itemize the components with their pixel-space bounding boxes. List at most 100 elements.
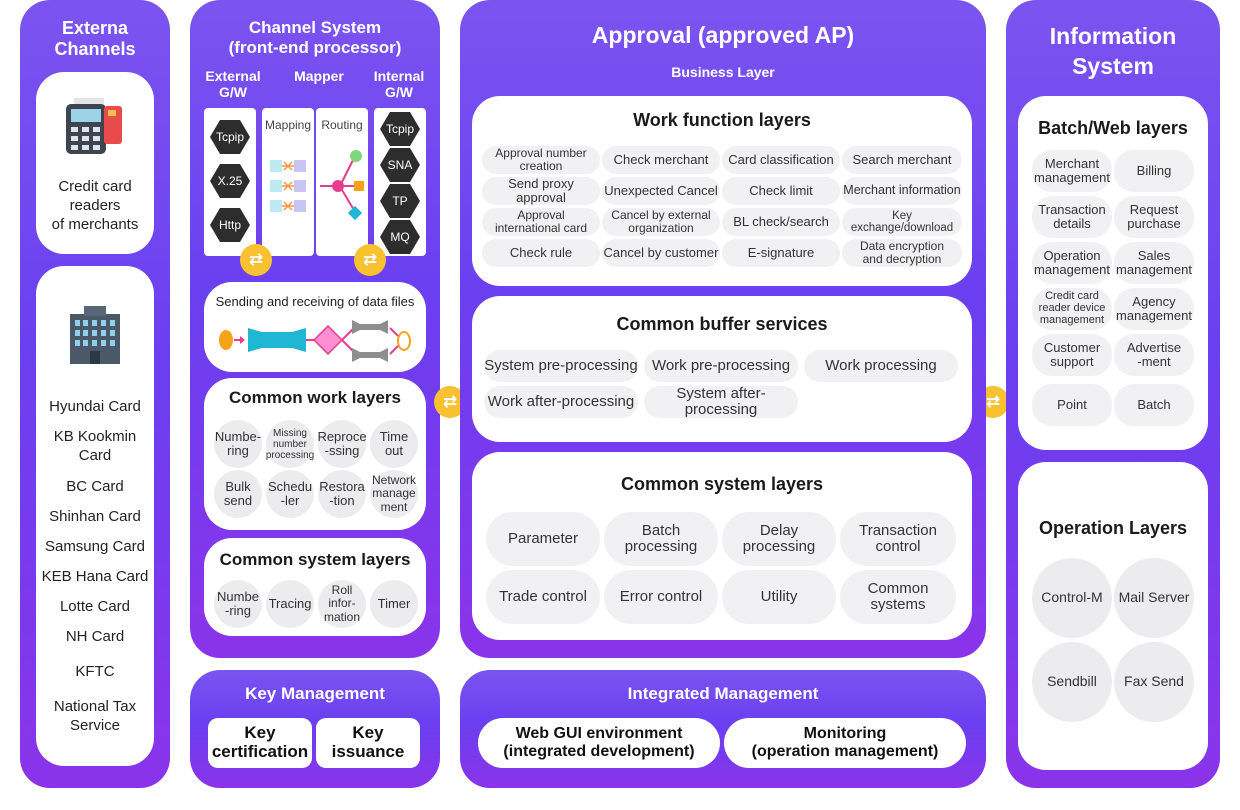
work-item: Schedu -ler	[266, 470, 314, 518]
work-function-item: E-signature	[722, 239, 840, 267]
key-issuance-box: Key issuance	[316, 718, 420, 768]
bank-label: KB Kookmin Card	[53, 428, 137, 464]
data-flow-diagram-icon	[219, 320, 411, 362]
work-function-item: Cancel by customer	[602, 239, 720, 267]
buffer-service-item: Work pre-processing	[644, 350, 798, 382]
gw-protocol: TP	[380, 184, 420, 218]
routing-label: Routing	[321, 118, 363, 132]
channel-system-title: Channel System (front-end processor)	[228, 18, 402, 57]
work-function-item: Data encryption and decryption	[842, 239, 962, 267]
integrated-management-panel: Integrated Management Web GUI environmen…	[460, 670, 986, 788]
operation-item: Sendbill	[1032, 642, 1112, 722]
gw-protocol: MQ	[380, 220, 420, 254]
work-item: Time out	[370, 420, 418, 468]
work-function-item: Key exchange/download	[842, 208, 962, 236]
operation-item: Fax Send	[1114, 642, 1194, 722]
bank-label: Shinhan Card	[49, 508, 141, 525]
swap-arrows-icon: ⇄	[240, 244, 272, 276]
mapping-diagram-icon	[270, 160, 306, 212]
work-function-item: BL check/search	[722, 208, 840, 236]
credit-card-terminal-icon	[66, 98, 122, 154]
data-files-card: Sending and receiving of data files	[204, 282, 426, 372]
work-function-item: Send proxy approval	[482, 176, 600, 205]
batch-web-layers-card: Batch/Web layers Merchant management Bil…	[1018, 96, 1208, 450]
approval-common-system-title: Common system layers	[620, 474, 824, 494]
operation-item: Mail Server	[1114, 558, 1194, 638]
external-channels-title: Externa Channels	[54, 18, 136, 59]
bank-label: Lotte Card	[59, 598, 131, 615]
system-layer-item: Error control	[604, 570, 718, 624]
work-item: Missing number processing	[266, 420, 314, 468]
gw-protocol: Tcpip	[380, 112, 420, 146]
system-layer-item: Common systems	[840, 570, 956, 624]
system-item: Timer	[370, 580, 418, 628]
key-certification-box: Key certification	[208, 718, 312, 768]
swap-arrows-icon: ⇄	[354, 244, 386, 276]
internal-gw-header: Internal G/W	[373, 68, 425, 101]
gw-protocol: SNA	[380, 148, 420, 182]
batch-web-item: Advertise -ment	[1114, 334, 1194, 376]
batch-web-item: Customer support	[1032, 334, 1112, 376]
mapping-box: Mapping	[262, 108, 314, 256]
operation-layers-title: Operation Layers	[1038, 518, 1188, 538]
work-function-item: Cancel by external organization	[602, 208, 720, 236]
work-function-item: Approval number creation	[482, 146, 600, 174]
mapping-label: Mapping	[264, 118, 312, 132]
batch-web-item: Billing	[1114, 150, 1194, 192]
work-item: Restora -tion	[318, 470, 366, 518]
routing-box: Routing	[316, 108, 368, 256]
external-channels-panel: Externa Channels Credit card readers of …	[20, 0, 170, 788]
bank-label: NH Card	[65, 628, 125, 645]
batch-web-item: Point	[1032, 384, 1112, 426]
approval-common-system-card: Common system layers Parameter Batch pro…	[472, 452, 972, 640]
business-layer-subtitle: Business Layer	[671, 64, 775, 80]
system-layer-item: Parameter	[486, 512, 600, 566]
common-buffer-services-card: Common buffer services System pre-proces…	[472, 296, 972, 442]
banks-card: Hyundai Card KB Kookmin Card BC Card Shi…	[36, 266, 154, 766]
external-gw-box: Tcpip X.25 Http	[204, 108, 256, 256]
work-function-item: Check limit	[722, 177, 840, 205]
channel-common-system-card: Common system layers Numbe -ring Tracing…	[204, 538, 426, 636]
gw-protocol: Tcpip	[210, 120, 250, 154]
mapper-header: Mapper	[294, 68, 344, 84]
integrated-management-title: Integrated Management	[627, 684, 819, 703]
common-buffer-services-title: Common buffer services	[616, 314, 828, 334]
system-layer-item: Batch processing	[604, 512, 718, 566]
batch-web-item: Transaction details	[1032, 196, 1112, 238]
work-function-item: Approval international card	[482, 208, 600, 236]
bank-label: BC Card	[66, 478, 124, 495]
work-item: Network manage ment	[370, 470, 418, 518]
external-gw-header: External G/W	[205, 68, 261, 101]
buffer-service-item: System after-processing	[644, 385, 798, 418]
routing-diagram-icon	[320, 150, 364, 221]
batch-web-item: Merchant management	[1032, 150, 1112, 192]
card-readers-card: Credit card readers of merchants	[36, 72, 154, 254]
channel-system-panel: Channel System (front-end processor) Ext…	[190, 0, 440, 658]
work-function-item: Merchant information	[842, 177, 962, 205]
batch-web-item: Request purchase	[1114, 196, 1194, 238]
approval-panel: Approval (approved AP) Business Layer Wo…	[460, 0, 986, 658]
system-layer-item: Trade control	[486, 570, 600, 624]
work-item: Numbe- ring	[214, 420, 262, 468]
common-work-layers-card: Common work layers Numbe- ring Missing n…	[204, 378, 426, 530]
work-item: Reproce -ssing	[317, 420, 367, 468]
gw-protocol: X.25	[210, 164, 250, 198]
batch-web-layers-title: Batch/Web layers	[1038, 118, 1188, 138]
system-item: Tracing	[266, 580, 314, 628]
work-function-item: Check merchant	[602, 146, 720, 174]
information-system-panel: Information System Batch/Web layers Merc…	[1006, 0, 1220, 788]
buffer-service-item: Work after-processing	[484, 386, 638, 418]
bank-label: KEB Hana Card	[41, 568, 149, 585]
system-item: Roll infor- mation	[318, 580, 366, 628]
web-gui-box: Web GUI environment (integrated developm…	[478, 718, 720, 768]
information-system-title: Information System	[1049, 23, 1177, 79]
work-function-item: Search merchant	[842, 146, 962, 174]
buffer-service-item: System pre-processing	[484, 350, 638, 382]
batch-web-item: Operation management	[1032, 242, 1112, 284]
work-function-layers-card: Work function layers Approval number cre…	[472, 96, 972, 286]
common-work-layers-title: Common work layers	[229, 388, 401, 407]
batch-web-item: Sales management	[1114, 242, 1194, 284]
operation-item: Control-M	[1032, 558, 1112, 638]
approval-title: Approval (approved AP)	[591, 22, 855, 48]
bank-label: KFTC	[75, 663, 115, 680]
